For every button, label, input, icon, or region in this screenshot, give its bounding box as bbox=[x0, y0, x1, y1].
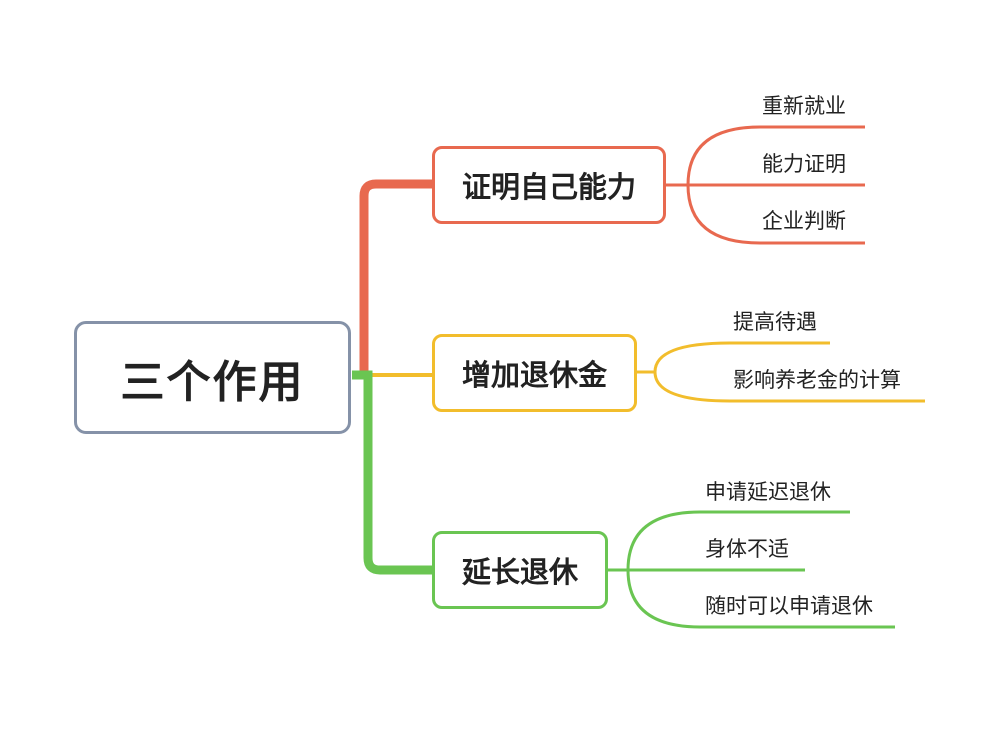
branch-node-increase-pension[interactable]: 增加退休金 bbox=[432, 334, 637, 412]
leaf-item[interactable]: 提高待遇 bbox=[733, 310, 817, 334]
branch-label: 增加退休金 bbox=[461, 358, 607, 392]
leaf-item[interactable]: 企业判断 bbox=[762, 209, 846, 233]
branch-node-prove-ability[interactable]: 证明自己能力 bbox=[432, 146, 666, 224]
leaf-item[interactable]: 重新就业 bbox=[762, 94, 846, 118]
leaf-item[interactable]: 能力证明 bbox=[762, 152, 846, 176]
trunk-green bbox=[352, 370, 432, 575]
leaf-lines-red bbox=[666, 125, 865, 245]
root-label: 三个作用 bbox=[120, 356, 305, 408]
leaf-lines-yellow bbox=[637, 341, 925, 403]
leaf-item[interactable]: 申请延迟退休 bbox=[705, 480, 831, 504]
leaf-item[interactable]: 身体不适 bbox=[705, 537, 789, 561]
trunk-red bbox=[352, 179, 432, 380]
branch-node-extend-retirement[interactable]: 延长退休 bbox=[432, 531, 608, 609]
branch-label: 证明自己能力 bbox=[461, 170, 636, 204]
branch-label: 延长退休 bbox=[461, 555, 578, 589]
root-node[interactable]: 三个作用 bbox=[74, 321, 351, 434]
leaf-lines-green bbox=[608, 510, 895, 629]
leaf-item[interactable]: 影响养老金的计算 bbox=[733, 368, 901, 392]
leaf-item[interactable]: 随时可以申请退休 bbox=[705, 594, 873, 618]
